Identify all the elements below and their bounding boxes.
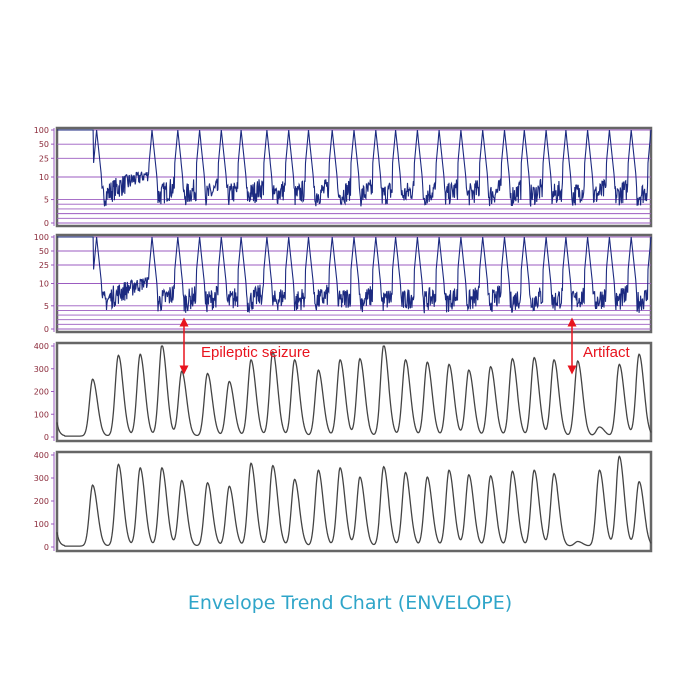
- y-tick-label: 0: [44, 219, 49, 228]
- y-tick-label: 0: [44, 543, 49, 552]
- y-tick-label: 100: [34, 520, 49, 529]
- y-tick-label: 400: [34, 342, 49, 351]
- panel-3: 400 300 200 100 0: [34, 341, 653, 443]
- y-tick-label: 0: [44, 433, 49, 442]
- aeeg-trace: [57, 236, 652, 314]
- y-tick-label: 25: [39, 154, 49, 163]
- artifact-label: Artifact: [583, 344, 631, 361]
- y-tick-label: 5: [44, 196, 49, 205]
- chart-caption: Envelope Trend Chart (ENVELOPE): [187, 592, 513, 614]
- y-tick-label: 50: [39, 247, 49, 256]
- y-tick-label: 100: [34, 410, 49, 419]
- envelope-trace: [56, 345, 652, 437]
- y-tick-label: 100: [34, 233, 49, 242]
- panel-frame: [55, 341, 653, 443]
- y-tick-label: 300: [34, 365, 49, 374]
- y-tick-label: 5: [44, 302, 49, 311]
- aeeg-trace: [57, 129, 652, 207]
- y-tick-label: 100: [34, 126, 49, 135]
- y-tick-label: 10: [39, 280, 49, 289]
- panel-4: 400 300 200 100 0: [34, 450, 653, 553]
- y-tick-label: 200: [34, 497, 49, 506]
- envelope-trace: [56, 455, 652, 547]
- y-tick-label: 25: [39, 261, 49, 270]
- y-tick-label: 10: [39, 173, 49, 182]
- seizure-label: Epileptic seizure: [201, 344, 310, 361]
- y-tick-label: 300: [34, 474, 49, 483]
- y-tick-label: 200: [34, 388, 49, 397]
- y-tick-label: 0: [44, 325, 49, 334]
- y-tick-label: 50: [39, 140, 49, 149]
- y-tick-label: 400: [34, 451, 49, 460]
